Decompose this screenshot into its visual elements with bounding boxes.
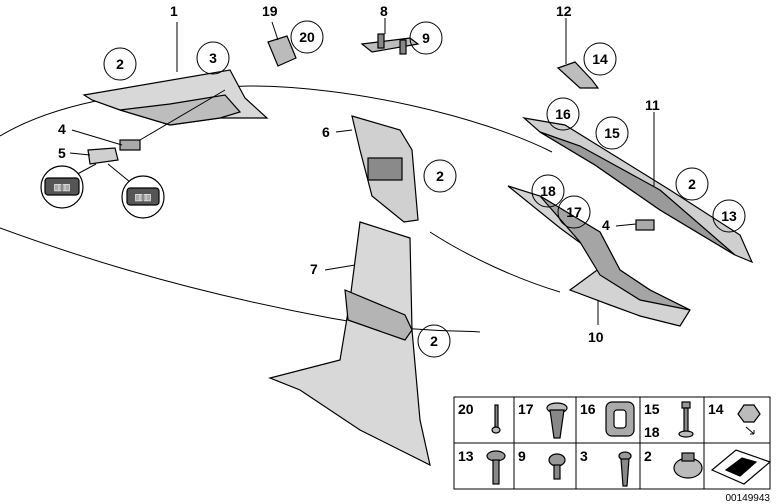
svg-text:15: 15 [604,125,620,141]
leader-number: 6 [322,124,330,140]
svg-text:▥▥: ▥▥ [53,182,70,192]
legend-number: 2 [644,448,652,464]
part-10-c-pillar [507,185,691,327]
legend-number: 3 [580,448,588,464]
leader-numbers: 1 19 8 12 4 5 6 11 4 7 10 [58,3,660,345]
svg-text:20: 20 [299,29,315,45]
part-11-side-trim [522,112,754,264]
fastener-15-screw [678,401,694,438]
callout: 18 [531,174,565,208]
legend-number: 15 [644,401,660,417]
svg-text:2: 2 [116,56,124,72]
legend-number: 17 [518,401,534,417]
leader-number: 4 [58,121,66,137]
leader-number: 12 [556,3,572,19]
leader-number: 8 [380,3,388,19]
diagram-id: 00149943 [726,493,771,504]
callout: 14 [583,42,617,76]
svg-text:18: 18 [540,183,556,199]
callout: 2 [103,47,137,81]
leader-number: 4 [602,217,610,233]
fastener-17-clip [546,402,568,439]
part-12-bracket [556,18,600,89]
vehicle-outline [0,85,561,333]
leader-number: 1 [170,3,178,19]
circle-callouts: 2 3 20 9 14 16 15 2 2 13 18 17 2 [103,20,746,358]
legend-number: 14 [708,401,724,417]
svg-text:2: 2 [430,333,438,349]
svg-text:3: 3 [209,50,217,66]
svg-text:▥▥: ▥▥ [134,192,151,202]
callout: 16 [546,97,580,131]
fastener-2-clip [673,452,703,479]
leader-number: 10 [588,329,604,345]
part-1-pillar-trim [82,22,269,141]
callout: 13 [712,199,746,233]
svg-text:2: 2 [436,168,444,184]
legend-number: 16 [580,401,596,417]
fastener-9-screw [548,453,566,480]
legend-number: 20 [458,401,474,417]
callout: 9 [409,21,443,55]
fastener-20-pin [491,404,501,434]
callout: 17 [557,195,591,229]
part-4-clip-left [71,129,141,151]
svg-text:14: 14 [592,51,608,67]
part-19-clip [267,21,297,67]
callout: 3 [196,41,230,75]
callout: 2 [423,159,457,193]
callout: 20 [290,20,324,54]
legend-number: 13 [458,448,474,464]
svg-text:16: 16 [555,106,571,122]
callout: 2 [417,324,451,358]
leader-number: 5 [58,145,66,161]
part-7-b-pillar-lower [268,221,431,467]
fastener-14-nut [737,404,761,435]
fastener-3-screw [618,451,632,487]
callout: 15 [595,116,629,150]
svg-text:2: 2 [688,176,696,192]
leader-number: 7 [310,261,318,277]
fastener-legend: 20 17 16 15 18 14 13 9 3 2 [453,396,772,490]
svg-text:13: 13 [721,208,737,224]
svg-text:9: 9 [422,30,430,46]
leader-number: 19 [262,3,278,19]
legend-number: 18 [644,424,660,440]
legend-number: 9 [518,448,526,464]
fastener-13-screw [486,450,506,485]
svg-text:17: 17 [566,204,582,220]
part-4-clip-right [615,219,655,231]
part-8-hinge [360,18,420,55]
leader-number: 11 [645,97,660,113]
fastener-16-grommet [605,401,635,437]
part-5-cover: ▥▥ ▥▥ [40,147,165,219]
arrow-indicator-icon [710,449,772,485]
part-6-b-pillar-upper [335,115,419,223]
callout: 2 [675,167,709,201]
